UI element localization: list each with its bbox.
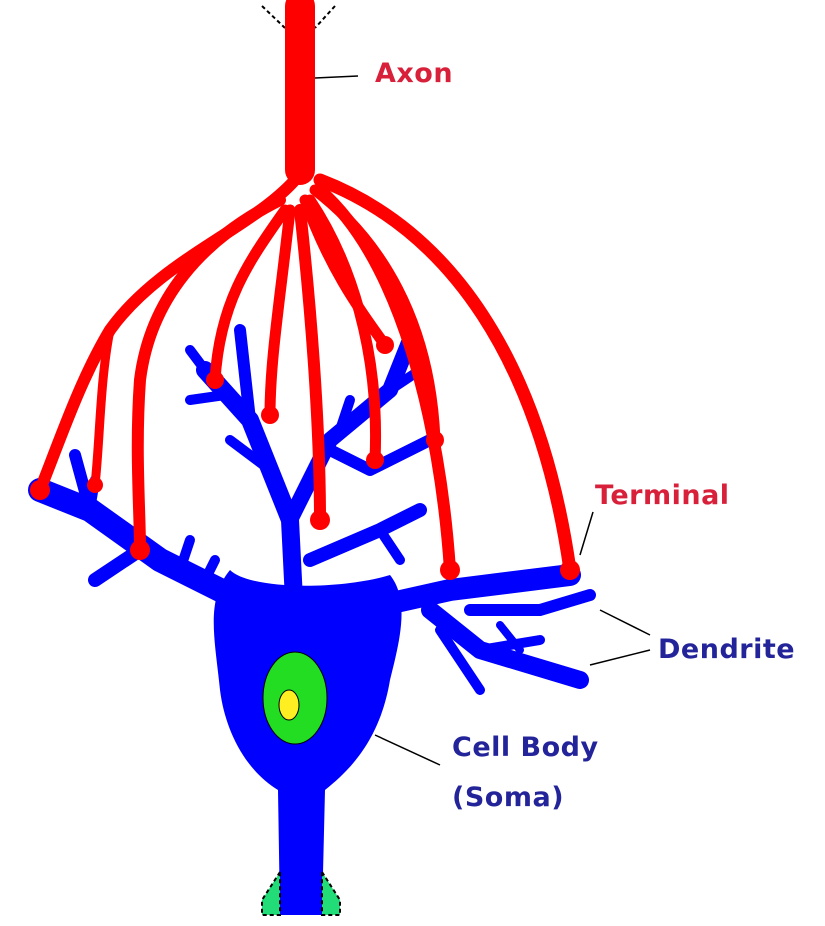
top-synapse-marks [261,5,336,29]
leader-lines [314,75,651,766]
axon [34,0,577,577]
cell-body [213,570,402,915]
nucleolus [278,689,300,721]
cell-body-label: Cell Body [452,732,599,763]
axon-label: Axon [375,58,454,89]
axon-terminals [30,336,580,580]
axon-hillock-marks [261,868,341,916]
soma-label: (Soma) [452,782,565,813]
terminal-label: Terminal [595,480,730,511]
dendrite-label: Dendrite [658,634,796,665]
